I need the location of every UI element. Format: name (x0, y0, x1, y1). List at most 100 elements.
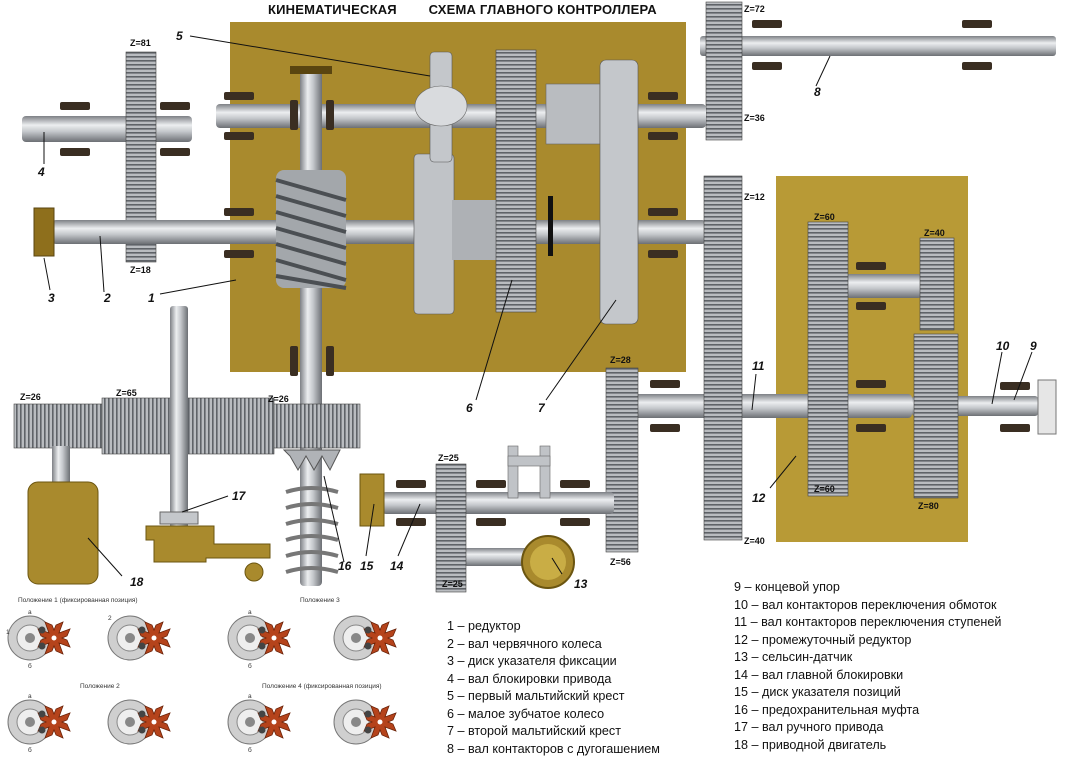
gear-z72 (705, 1, 743, 141)
disk-3 (33, 207, 55, 257)
callout-17: 17 (232, 489, 247, 503)
callout-3: 3 (48, 291, 55, 305)
callout-5: 5 (176, 29, 183, 43)
gear-z40-upper (919, 237, 955, 331)
callout-6: 6 (466, 401, 473, 415)
label-z28: Z=28 (610, 355, 631, 365)
label-z60-lower: Z=60 (814, 484, 835, 494)
spring (285, 486, 339, 574)
legend-item: 11 – вал контакторов переключения ступен… (734, 615, 1002, 629)
legend-item: 12 – промежуточный редуктор (734, 632, 912, 647)
callout-11: 11 (752, 359, 765, 373)
maltese-position-diagram (333, 615, 397, 661)
maltese-position-diagram (333, 699, 397, 745)
label-z40-lower: Z=40 (744, 536, 765, 546)
legend-item: 18 – приводной двигатель (734, 737, 887, 752)
legend-item: 13 – сельсин-датчик (734, 650, 853, 664)
maltese-position-diagram (107, 615, 171, 661)
legend-item: 5 – первый мальтийский крест (447, 689, 625, 703)
position-mark-a: а (28, 693, 32, 700)
position-mark-a: а (248, 609, 252, 616)
caption-position-4: Положение 4 (фиксированная позиция) (262, 683, 382, 690)
legend-item: 15 – диск указателя позиций (734, 685, 901, 699)
caption-position-2: Положение 2 (80, 683, 120, 690)
shaft-4 (22, 116, 192, 142)
motor-shaft (52, 446, 70, 486)
position-mark-b: б (248, 746, 252, 754)
label-z72: Z=72 (744, 4, 765, 14)
position-mark-b: б (248, 662, 252, 670)
gear-z80 (913, 333, 959, 499)
shaft-11 (612, 394, 912, 418)
callout-10: 10 (996, 339, 1010, 353)
drum (452, 200, 500, 260)
legend-item: 1 – редуктор (447, 619, 521, 633)
callout-9: 9 (1030, 339, 1037, 353)
bearings-vertical-shaft (290, 100, 334, 376)
cam-coupler (545, 83, 601, 145)
bearings-shaft-8 (752, 20, 992, 70)
legend-item: 17 – вал ручного привода (734, 720, 884, 734)
label-z25-lower: Z=25 (442, 579, 463, 589)
legend-item: 10 – вал контакторов переключения обмото… (734, 597, 997, 612)
position-mark-b: б (28, 746, 32, 754)
position-mark-a: а (28, 609, 32, 616)
title-word-1: КИНЕМАТИЧЕСКАЯ (268, 2, 397, 17)
callout-13: 13 (574, 577, 588, 591)
callout-2: 2 (103, 291, 111, 305)
maltese-position-diagram (7, 699, 71, 745)
callout-8: 8 (814, 85, 821, 99)
vertical-worm-shaft (300, 66, 322, 586)
position-mark-2: 2 (108, 615, 112, 622)
caption-position-3: Положение 3 (300, 597, 340, 604)
legend-item: 4 – вал блокировки привода (447, 671, 612, 686)
gear-z28 (605, 367, 639, 553)
gear-z60-upper (807, 221, 849, 497)
label-z26-left: Z=26 (20, 392, 41, 402)
selsyn-inner (530, 544, 566, 580)
callout-18: 18 (130, 575, 144, 589)
callout-4: 4 (37, 165, 45, 179)
bearings-shaft-11 (650, 380, 1030, 432)
gear-6 (495, 49, 537, 313)
caption-position-1: Положение 1 (фиксированная позиция) (18, 597, 138, 604)
label-z12: Z=12 (744, 192, 765, 202)
maltese-cross-7 (599, 59, 639, 325)
maltese-position-diagram (227, 615, 291, 661)
callout-15: 15 (360, 559, 374, 573)
motor-18 (27, 481, 99, 585)
maltese-position-diagram (227, 699, 291, 745)
crank-knob (244, 562, 264, 582)
label-z80: Z=80 (918, 501, 939, 511)
callout-7: 7 (538, 401, 546, 415)
shaft-8 (700, 36, 1056, 56)
label-z56: Z=56 (610, 557, 631, 567)
limit-stop-9 (1037, 379, 1057, 435)
stop-bar (548, 196, 553, 256)
legend-left: 1 – редуктор 2 – вал червячного колеса 3… (447, 618, 660, 758)
shaft-2 (52, 220, 706, 244)
label-z18: Z=18 (130, 265, 151, 275)
label-z36: Z=36 (744, 113, 765, 123)
shaft-top-bracket (290, 66, 332, 74)
position-mark-a: а (248, 693, 252, 700)
bearings-shaft-2 (224, 208, 678, 258)
diagram-title: КИНЕМАТИЧЕСКАЯ СХЕМА ГЛАВНОГО КОНТРОЛЛЕР… (268, 2, 685, 17)
gear-z25-pair (435, 463, 467, 593)
legend-item: 16 – предохранительная муфта (734, 702, 920, 717)
worm-gear (275, 170, 347, 290)
legend-right: 9 – концевой упор 10 – вал контакторов п… (734, 579, 1001, 754)
callout-12: 12 (752, 491, 766, 505)
legend-item: 3 – диск указателя фиксации (447, 654, 617, 668)
leader-lines (43, 35, 1033, 577)
legend-item: 2 – вал червячного колеса (447, 636, 602, 651)
wheel-cradle (413, 153, 455, 315)
label-z81: Z=81 (130, 38, 151, 48)
bearings-upper-reducer (224, 92, 678, 140)
label-z65: Z=65 (116, 388, 137, 398)
bearings-shaft-14 (396, 480, 590, 526)
callout-1: 1 (148, 291, 155, 305)
